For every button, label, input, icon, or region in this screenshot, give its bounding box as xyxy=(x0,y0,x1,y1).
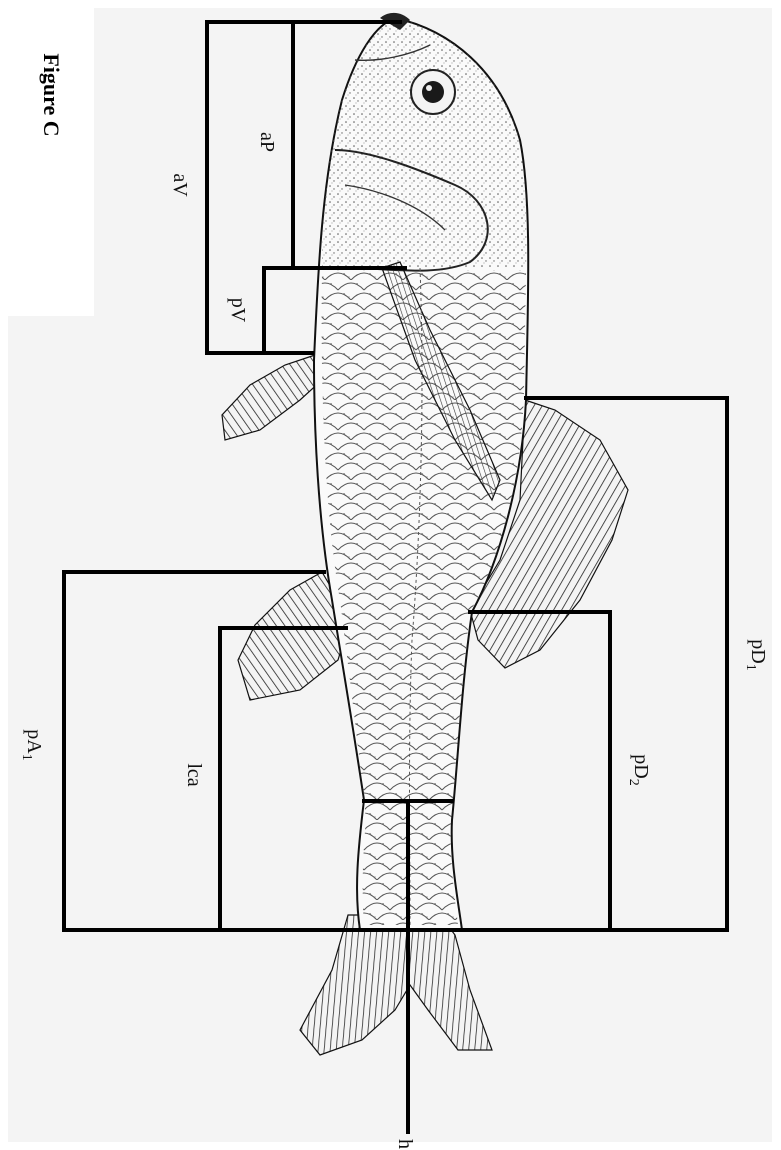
fish-illustration xyxy=(222,13,628,1055)
label-pD1: pD1 xyxy=(743,639,769,670)
label-h: h xyxy=(394,1139,416,1149)
label-pD1-sub: 1 xyxy=(743,664,758,671)
label-aV: aV xyxy=(169,173,191,197)
label-lca: lca xyxy=(183,763,205,786)
label-pA1: pA1 xyxy=(19,729,45,760)
pD2-bracket xyxy=(470,612,610,930)
fish-head xyxy=(322,18,526,268)
label-pD2-main: pD xyxy=(630,754,652,778)
label-pD1-main: pD xyxy=(747,639,769,663)
label-pV: pV xyxy=(227,298,249,323)
label-pD2-sub: 2 xyxy=(626,779,641,786)
caudal-fin xyxy=(300,915,492,1055)
label-pA1-main: pA xyxy=(23,729,45,754)
figure-title: Figure C xyxy=(39,53,64,136)
pelvic-fin xyxy=(222,355,322,440)
label-pD2: pD2 xyxy=(626,754,652,785)
fish-eye xyxy=(411,70,455,114)
label-pA1-sub: 1 xyxy=(19,754,34,761)
label-aP: aP xyxy=(256,132,278,152)
